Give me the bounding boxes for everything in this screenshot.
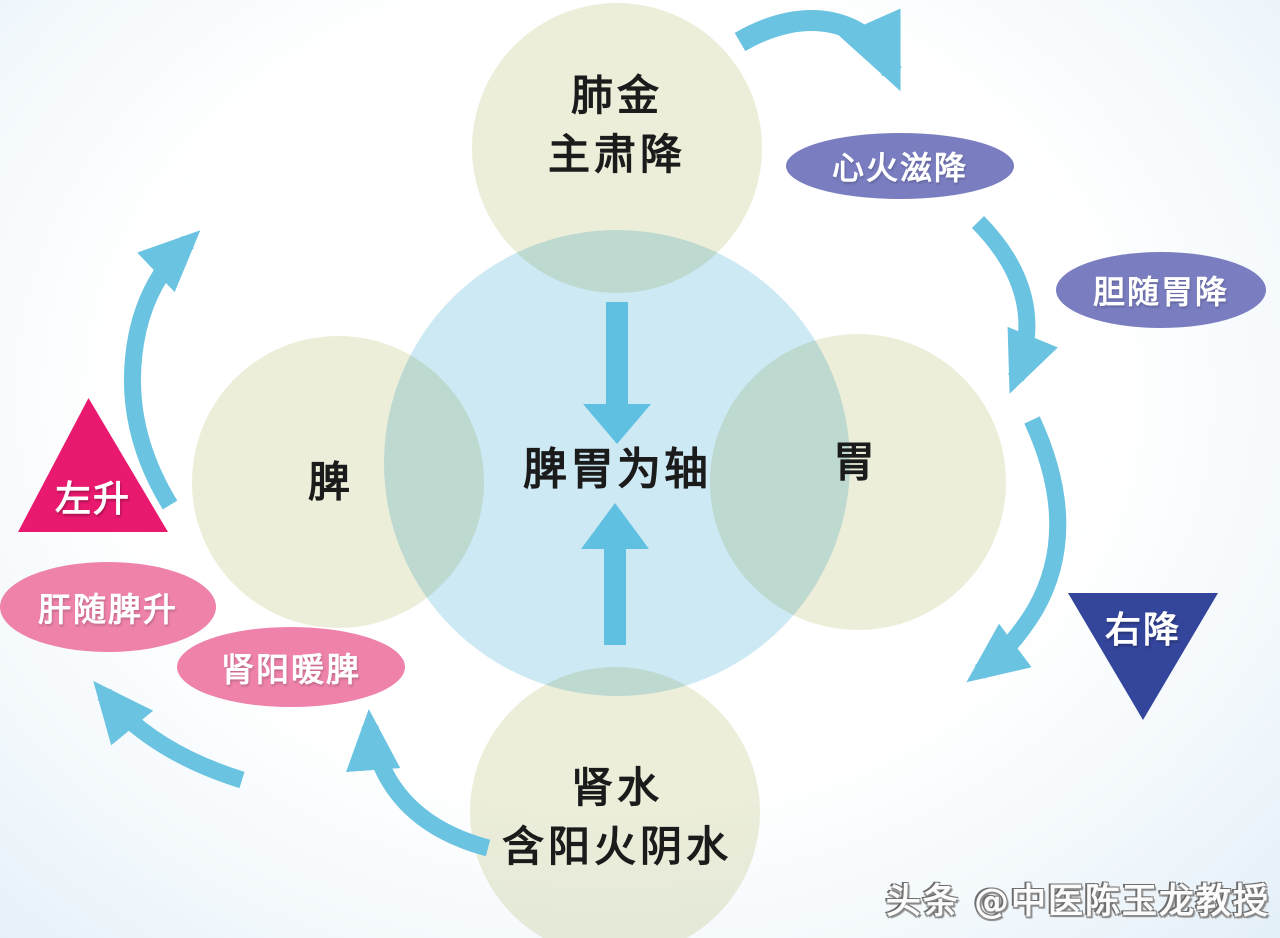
stomach-label: 胃 [832,437,880,487]
stomach-circle [710,334,1006,630]
left-ascend-label: 左升 [54,479,131,520]
lung-label-line1: 肺金 [570,71,664,121]
gallbladder-badge-label: 胆随胃降 [1092,273,1229,311]
left-ascend-triangle: 左升 [18,398,168,532]
spleen-circle [192,336,484,628]
arrow-left-ascend [123,230,201,510]
heart-fire-badge-label: 心火滋降 [831,149,968,187]
watermark-text: 头条 @中医陈玉龙教授 [885,882,1270,922]
spleen-label: 脾 [307,457,355,507]
gallbladder-badge: 胆随胃降 [1056,252,1266,328]
kidney-circle [470,667,760,938]
kidney-yang-badge-label: 肾阳暖脾 [221,650,361,689]
right-descend-label: 右降 [1104,610,1181,651]
kidney-label: 肾水 含阳火阴水 [502,759,732,877]
lung-circle [472,3,762,293]
arrow-heart-to-stomach [971,216,1058,394]
liver-badge: 肝随脾升 [0,562,216,652]
right-descend-triangle: 右降 [1068,593,1218,720]
kidney-yang-badge: 肾阳暖脾 [177,627,405,707]
axis-label: 脾胃为轴 [523,444,711,496]
arrow-to-liver-badge [93,680,245,789]
liver-badge-label: 肝随脾升 [38,590,178,629]
kidney-label-line1: 肾水 [570,763,664,813]
lung-label: 肺金 主肃降 [548,67,686,185]
heart-fire-badge: 心火滋降 [786,133,1014,199]
arrow-lung-to-heart [734,8,902,92]
kidney-label-line2: 含阳火阴水 [501,822,733,871]
lung-label-line2: 主肃降 [547,130,687,179]
